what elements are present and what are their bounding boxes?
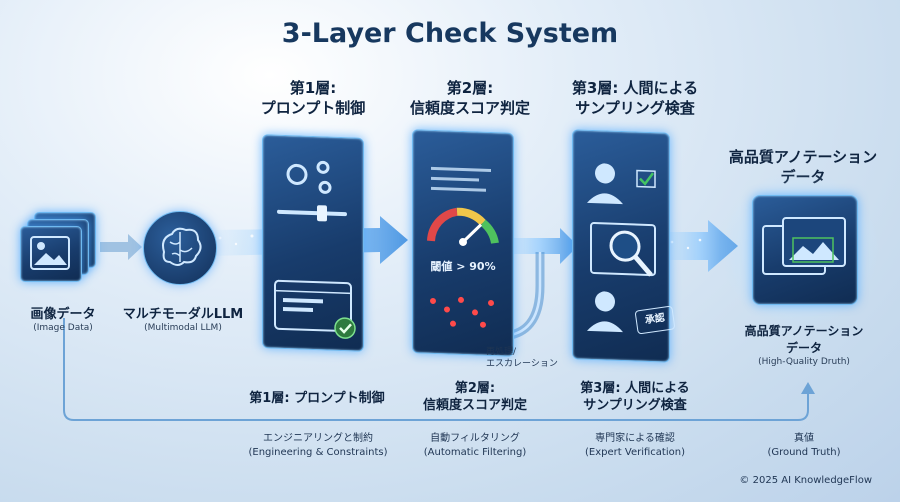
ground-truth-line <box>63 318 809 421</box>
picture-icon <box>30 236 70 270</box>
magnifier-icon <box>590 222 656 277</box>
bottom-label-filtering-en: (Automatic Filtering) <box>423 447 527 458</box>
image-data-label-jp: 画像データ <box>30 307 96 322</box>
threshold-text: 閾値 > 90% <box>430 260 496 273</box>
layer3-header: 第3層: 人間による サンプリング検査 <box>555 78 715 118</box>
layer3-lower-line2: サンプリング検査 <box>583 398 687 413</box>
llm-label-jp: マルチモーダルLLM <box>122 307 244 322</box>
annotated-image-icon <box>762 217 846 275</box>
output-label: 高品質アノテーション データ (High-Quality Druth) <box>724 322 884 367</box>
bottom-label-engineering-jp: エンジニアリングと制約 <box>263 433 373 444</box>
check-icon <box>334 317 356 339</box>
escalation-label: 再処理/ エスカレーション <box>486 346 558 370</box>
ground-truth-arrowhead <box>801 382 815 394</box>
bottom-label-filtering-jp: 自動フィルタリング <box>430 433 520 444</box>
layer1-panel <box>262 134 364 352</box>
bottom-label-filtering: 自動フィルタリング (Automatic Filtering) <box>405 432 545 460</box>
bottom-label-ground-truth: 真値 (Ground Truth) <box>754 432 854 460</box>
diagram-title: 3-Layer Check System <box>281 18 619 49</box>
image-data-label: 画像データ (Image Data) <box>8 303 118 333</box>
output-panel <box>752 195 858 305</box>
bottom-label-engineering-en: (Engineering & Constraints) <box>248 447 388 458</box>
llm-brain-icon <box>143 211 217 285</box>
slider-icon <box>277 205 347 222</box>
gauge-icon <box>427 207 499 247</box>
layer3-header-line1: 第3層: 人間による <box>571 79 699 97</box>
bottom-label-ground-truth-jp: 真値 <box>794 433 814 444</box>
layer3-lower-label: 第3層: 人間による サンプリング検査 <box>555 380 715 414</box>
llm-label-en: (Multimodal LLM) <box>144 323 222 333</box>
layer2-lower-line1: 第2層: <box>454 381 496 396</box>
output-label-jp2: データ <box>785 341 822 355</box>
bottom-label-verification: 専門家による確認 (Expert Verification) <box>565 432 705 460</box>
escalation-line2: エスカレーション <box>486 359 558 369</box>
copyright-text: © 2025 AI KnowledgeFlow <box>739 475 872 486</box>
checkbox-icon <box>636 169 656 188</box>
image-data-label-en: (Image Data) <box>33 323 93 333</box>
output-label-jp1: 高品質アノテーション <box>744 324 864 338</box>
layer3-header-line2: サンプリング検査 <box>575 99 695 117</box>
bottom-label-ground-truth-en: (Ground Truth) <box>767 447 841 458</box>
bottom-label-verification-en: (Expert Verification) <box>585 447 685 458</box>
arrow-layer3-to-output <box>660 220 738 272</box>
arrow-layer2-to-layer3 <box>500 228 578 264</box>
output-label-en: (High-Quality Druth) <box>758 357 850 367</box>
layer1-lower-label: 第1層: プロンプト制御 <box>249 391 385 406</box>
layer2-lower-line2: 信頼度スコア判定 <box>422 398 527 413</box>
layer3-lower-line1: 第3層: 人間による <box>580 381 690 396</box>
layer2-header: 第2層: 信頼度スコア判定 <box>395 78 545 118</box>
prompt-window-icon <box>274 279 352 333</box>
layer2-panel <box>412 129 514 357</box>
image-data-icon <box>20 212 100 290</box>
arrow-image-to-llm <box>100 234 142 260</box>
layer2-panel-graphics <box>427 166 499 328</box>
layer2-lower-label: 第2層: 信頼度スコア判定 <box>400 380 550 414</box>
gear-icon <box>286 160 332 194</box>
layer1-header-line2: プロンプト制御 <box>260 99 366 117</box>
layer3-panel-graphics <box>587 163 656 333</box>
bottom-label-engineering: エンジニアリングと制約 (Engineering & Constraints) <box>238 432 398 460</box>
layer1-header-line1: 第1層: <box>289 79 337 97</box>
layer1-panel-graphics <box>274 160 356 339</box>
output-header-line1: 高品質アノテーション <box>728 148 878 166</box>
reviewer-avatar-icon <box>587 291 623 333</box>
expert-avatar-icon <box>587 163 623 205</box>
layer2-header-line2: 信頼度スコア判定 <box>409 99 530 117</box>
log-lines <box>431 166 491 192</box>
escalation-line1: 再処理/ <box>486 347 517 357</box>
layer1-header: 第1層: プロンプト制御 <box>248 78 378 118</box>
brain-icon <box>162 227 202 266</box>
layer3-panel <box>572 129 670 363</box>
llm-label: マルチモーダルLLM (Multimodal LLM) <box>118 303 248 333</box>
rejection-nodes <box>430 296 494 328</box>
bottom-label-verification-jp: 専門家による確認 <box>595 433 675 444</box>
layer2-header-line1: 第2層: <box>446 79 494 97</box>
